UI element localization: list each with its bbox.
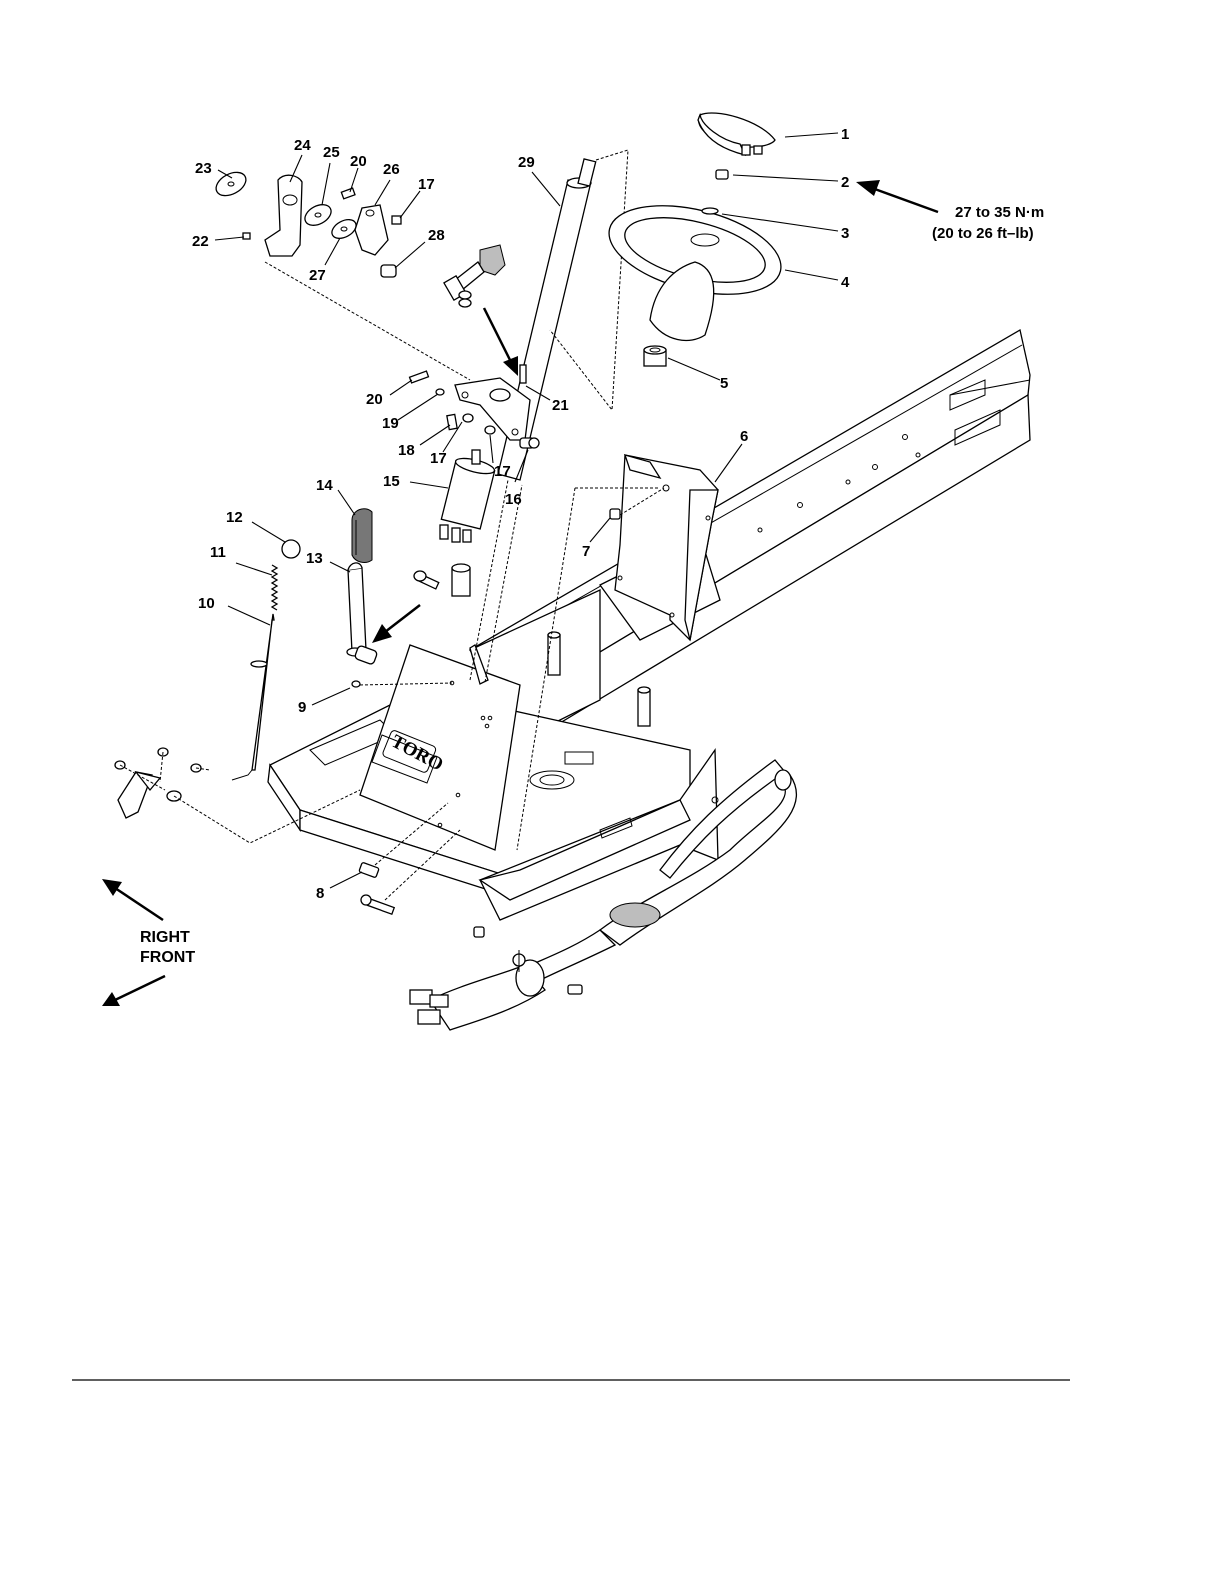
nut-2 [716, 170, 728, 179]
steering-wheel [600, 190, 790, 341]
tilt-lever [444, 245, 505, 307]
right-arrow-icon [115, 888, 163, 920]
callout-14: 14 [316, 477, 333, 494]
wheel-cap [698, 113, 775, 155]
tilt-lever-arrow [484, 308, 518, 376]
plate-26 [355, 205, 388, 255]
callout-10: 10 [198, 595, 215, 612]
callout-19: 19 [382, 415, 399, 432]
spring-11 [272, 565, 277, 610]
nut-7 [610, 509, 620, 519]
callout-17-left: 17 [430, 450, 447, 467]
callout-11: 11 [210, 544, 226, 561]
torque-spec: 27 to 35 N·m (20 to 26 ft–lb) [932, 204, 1044, 242]
pivot-bushing [414, 564, 470, 596]
callout-5: 5 [720, 375, 728, 392]
bolt-20-top [341, 188, 355, 199]
callout-15: 15 [383, 473, 400, 490]
nut-28 [381, 265, 396, 277]
callout-21: 21 [552, 397, 569, 414]
callout-28: 28 [428, 227, 445, 244]
steering-valve-lower [410, 950, 545, 1030]
callout-3: 3 [841, 225, 849, 242]
pedal-pivot-arrow [372, 605, 420, 643]
callout-25: 25 [323, 144, 340, 161]
callout-2: 2 [841, 174, 849, 191]
callout-1: 1 [841, 126, 849, 143]
callout-4: 4 [841, 274, 850, 291]
direction-right: RIGHT [140, 929, 190, 946]
callout-17-top: 17 [418, 176, 435, 193]
callout-9: 9 [298, 699, 306, 716]
control-rod-parts [232, 540, 300, 780]
rod-10 [252, 614, 274, 770]
spacer-5 [644, 346, 666, 366]
callout-29: 29 [518, 154, 535, 171]
callout-23: 23 [195, 160, 212, 177]
callout-7: 7 [582, 543, 590, 560]
callout-24: 24 [294, 137, 311, 154]
torque-line-2: (20 to 26 ft–lb) [932, 225, 1034, 242]
callout-17-right: 17 [494, 463, 511, 480]
callout-12: 12 [226, 509, 243, 526]
callout-18: 18 [398, 442, 415, 459]
washer-25 [301, 200, 334, 229]
nut-22 [243, 233, 250, 239]
torque-line-1: 27 to 35 N·m [955, 204, 1044, 221]
bracket-24 [265, 175, 302, 256]
washer-23 [212, 168, 250, 201]
direction-label: RIGHT FRONT [140, 929, 195, 966]
callout-8: 8 [316, 885, 324, 902]
front-arrow-icon [115, 976, 165, 1000]
callout-20-lower: 20 [366, 391, 383, 408]
tilt-bracket-parts [212, 168, 470, 380]
callout-26: 26 [383, 161, 400, 178]
washer-3 [702, 208, 718, 214]
callout-27: 27 [309, 267, 326, 284]
callout-22: 22 [192, 233, 209, 250]
callout-20-top: 20 [350, 153, 367, 170]
pedal-pad-14 [352, 509, 372, 563]
nut-17-top [392, 216, 401, 224]
callout-16: 16 [505, 491, 522, 508]
direction-front: FRONT [140, 949, 195, 966]
screw-9 [352, 681, 360, 687]
callout-13: 13 [306, 550, 323, 567]
pedal-arm-13 [347, 563, 378, 665]
knob-12 [282, 540, 300, 558]
callout-6: 6 [740, 428, 748, 445]
torque-arrow [856, 180, 938, 212]
steering-unit-15 [440, 450, 496, 542]
